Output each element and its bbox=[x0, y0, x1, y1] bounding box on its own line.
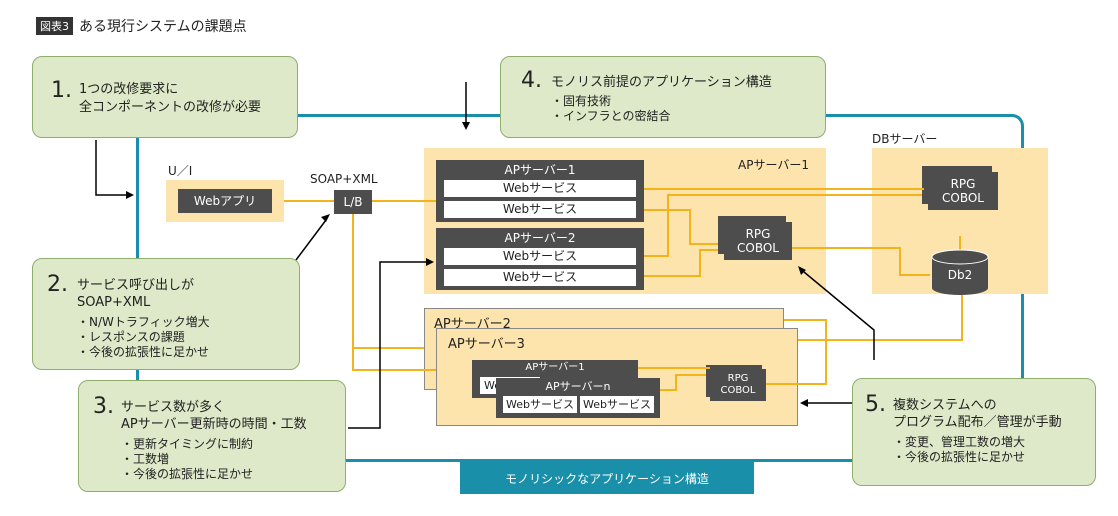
footer-label: モノリシックなアプリケーション構造 bbox=[460, 462, 754, 494]
soap-label: SOAP+XML bbox=[310, 172, 378, 186]
ap-server-1-box: APサーバー1 Webサービス Webサービス bbox=[436, 160, 644, 222]
callout-4: 4. モノリス前提のアプリケーション構造・固有技術・インフラとの密結合 bbox=[500, 56, 826, 138]
callout-5: 5. 複数システムへのプログラム配布／管理が手動・変更、管理工数の増大・今後の拡… bbox=[852, 378, 1096, 486]
db2-cylinder: Db2 bbox=[947, 268, 973, 282]
callout-1: 1. 1つの改修要求に全コンポーネントの改修が必要 bbox=[32, 56, 298, 138]
load-balancer: L/B bbox=[334, 190, 372, 214]
web-service: Webサービス bbox=[503, 396, 577, 413]
web-service: Webサービス bbox=[444, 269, 636, 286]
ap-server-1-label: APサーバー1 bbox=[738, 158, 809, 172]
webapp-box: Webアプリ bbox=[178, 189, 272, 213]
web-service: Webサービス bbox=[444, 201, 636, 218]
web-service: Webサービス bbox=[444, 180, 636, 197]
ap-server-2-box: APサーバー2 Webサービス Webサービス bbox=[436, 228, 644, 290]
db-server-label: DBサーバー bbox=[872, 132, 938, 146]
web-service: Webサービス bbox=[580, 396, 654, 413]
ap-server-3-label: APサーバー3 bbox=[448, 337, 525, 352]
ui-label: U／I bbox=[168, 164, 193, 178]
web-service: Webサービス bbox=[444, 248, 636, 265]
inner-ap-server-n: APサーバーn Webサービス Webサービス bbox=[496, 378, 660, 418]
